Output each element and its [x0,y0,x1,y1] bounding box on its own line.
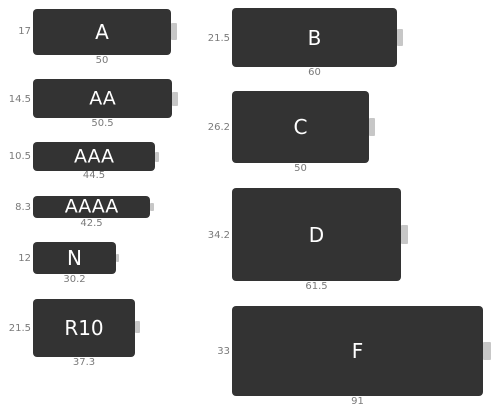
battery-name: F [351,339,364,363]
battery-length-label: 50 [294,163,307,174]
battery-body: F [232,306,483,396]
battery-body: N [33,242,116,274]
battery-body: AA [33,79,172,118]
battery-width-label: 14.5 [8,94,31,105]
battery-length-label: 30.2 [63,274,86,285]
battery-terminal [171,23,177,40]
battery-body: R10 [33,299,135,357]
battery-name: AAAA [64,195,119,218]
battery-name: B [307,25,322,50]
battery-width-label: 26.2 [207,122,230,133]
battery-width-label: 34.2 [207,230,230,241]
battery-width-label: 12 [18,253,31,264]
battery-terminal [397,29,403,46]
battery-length-label: 50 [95,55,109,66]
battery-name: C [293,115,308,139]
battery-name: N [67,246,82,270]
battery-terminal [155,152,159,162]
battery-width-label: 8.3 [15,202,31,213]
battery-terminal [116,254,119,262]
battery-terminal [369,118,375,136]
battery-terminal [172,92,178,106]
battery-body: B [232,8,397,67]
battery-width-label: 21.5 [8,323,31,334]
battery-terminal [401,225,408,244]
battery-width-label: 10.5 [8,151,31,162]
battery-body: AAAA [33,196,150,218]
battery-width-label: 17 [18,26,31,37]
battery-body: AAA [33,142,155,171]
battery-body: A [33,9,171,55]
battery-terminal [483,342,491,360]
battery-name: AAA [73,145,115,167]
battery-length-label: 60 [308,67,321,78]
battery-name: R10 [64,316,104,340]
battery-terminal [135,321,140,333]
battery-name: D [308,222,325,247]
battery-terminal [150,203,154,211]
battery-body: D [232,188,401,281]
battery-width-label: 33 [217,346,230,357]
battery-name: AA [89,87,116,109]
battery-length-label: 61.5 [305,281,328,292]
battery-body: C [232,91,369,163]
battery-width-label: 21.5 [207,33,230,44]
battery-length-label: 44.5 [82,170,106,181]
battery-length-label: 37.3 [72,357,96,368]
battery-length-label: 42.5 [80,218,103,229]
battery-length-label: 50.5 [91,118,114,129]
battery-length-label: 91 [351,396,364,407]
battery-name: A [95,20,109,44]
